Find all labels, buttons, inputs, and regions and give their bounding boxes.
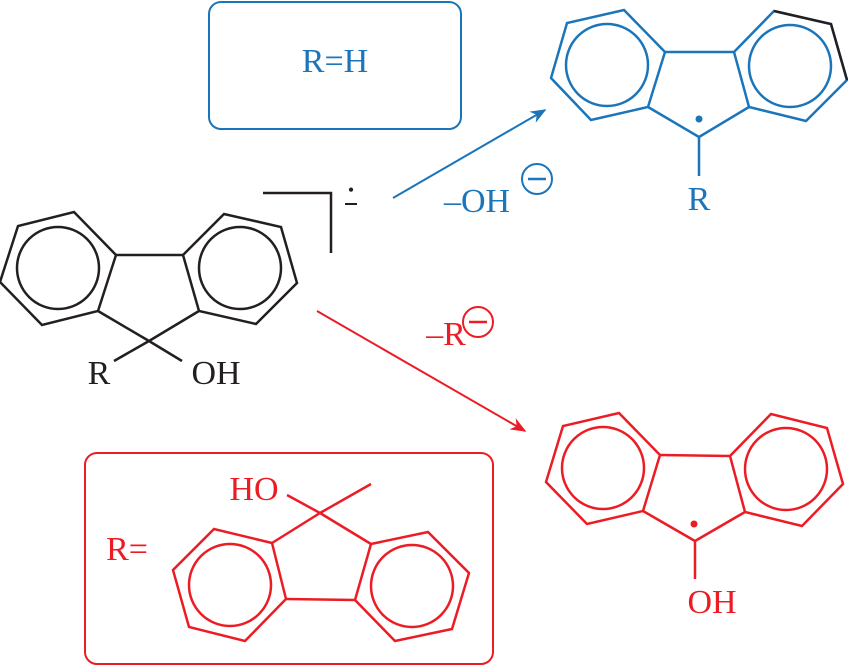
svg-text:•: •	[694, 529, 695, 531]
reactant-molecule	[0, 210, 299, 363]
loss-r-label: –R	[425, 316, 466, 353]
substituent-left-aromatic-circle	[187, 542, 273, 628]
svg-text:⊖: ⊖	[478, 326, 479, 328]
reactant-bond-oh	[148, 339, 183, 363]
substituent-bond-c9-right	[319, 511, 372, 546]
reactant-oh-label: OH	[191, 355, 240, 392]
product-red-bond-c9-right	[694, 510, 746, 543]
svg-text:•: •	[699, 125, 700, 127]
condition-box-frame	[84, 452, 494, 665]
product-blue-right-aromatic-circle	[747, 23, 833, 109]
product-blue-left-aromatic-circle	[564, 22, 650, 108]
substituent-bond-c9-left	[271, 511, 321, 545]
reactant-right-aromatic-circle	[197, 225, 283, 311]
product-blue-black-edge	[773, 9, 848, 81]
reactant-r-label: R	[88, 355, 111, 392]
product-blue-bond-c9-left	[647, 105, 700, 139]
radical-anion-bracket	[263, 191, 333, 253]
product-blue-r-label: R	[688, 181, 711, 218]
substituent-right-aromatic-circle	[369, 543, 455, 629]
radical-dot-label: •	[348, 180, 354, 200]
condition-box-r-equals-fluorenol: R= HO	[84, 452, 494, 665]
product-red-right-aromatic-circle	[743, 426, 829, 512]
substituent-bond-ho	[286, 493, 321, 515]
substituent-bridge-bond	[285, 597, 356, 602]
svg-text:⊖: ⊖	[537, 183, 538, 185]
product-blue-molecule	[549, 8, 848, 176]
condition-box-r-equals-h: R=H	[208, 1, 462, 130]
product-red-radical-dot	[690, 520, 698, 528]
substituent-fluorenol-molecule	[171, 482, 471, 643]
substituent-ho-label: HO	[229, 471, 278, 508]
reactant-left-aromatic-circle	[15, 225, 101, 311]
minus-circle-icon: ⊖	[521, 163, 553, 195]
product-blue-radical-dot	[695, 115, 703, 123]
condition-box-prefix: R=	[106, 531, 148, 568]
bracket-line	[263, 191, 333, 253]
charge-sign-label: –	[380, 214, 381, 216]
loss-hydroxide-label: –OH	[443, 183, 510, 220]
product-red-oh-label: OH	[687, 584, 736, 621]
product-red-left-aromatic-circle	[560, 425, 646, 511]
substituent-bond-attachment	[319, 482, 372, 515]
reactant-bond-c9-right	[148, 309, 200, 343]
minus-circle-icon: ⊖	[462, 306, 494, 338]
condition-box-label: R=H	[302, 43, 368, 80]
reactant-bond-r	[113, 339, 150, 363]
arrow-loss-of-r-anion	[316, 310, 527, 432]
reactant-bond-c9-left	[97, 309, 150, 343]
product-red-molecule	[544, 411, 845, 579]
product-blue-bond-c9-right	[698, 105, 750, 139]
condition-box-frame	[208, 1, 462, 130]
product-red-bond-c9-left	[642, 509, 696, 543]
arrow-loss-of-hydroxide	[392, 109, 547, 199]
product-red-bridge-bond	[659, 453, 731, 458]
